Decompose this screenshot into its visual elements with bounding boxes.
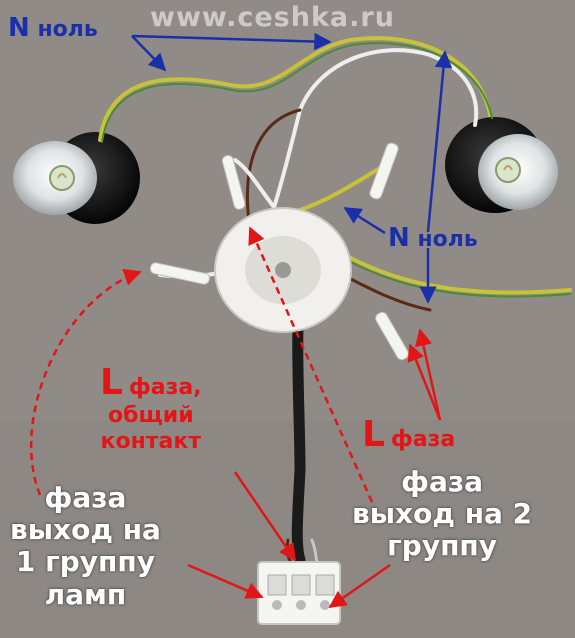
output-1-line2: выход на [10, 513, 161, 547]
phase-letter: L [362, 414, 385, 455]
output-1-line4: ламп [44, 577, 127, 611]
phase-common-line2: общий [107, 403, 194, 429]
watermark: www.ceshka.ru [150, 2, 395, 33]
neutral-letter: N [8, 13, 30, 43]
neutral-label-middle: N ноль [388, 223, 478, 254]
output-1-line1: фаза [44, 481, 127, 514]
left-lamp [13, 132, 140, 224]
neutral-letter: N [388, 223, 410, 253]
output-2-line2: выход на 2 [352, 497, 533, 531]
ceiling-mount-disc [214, 207, 352, 333]
right-lamp [445, 117, 558, 213]
phase-common-line3: контакт [100, 428, 202, 454]
output-group-2-label: фаза выход на 2 группу [352, 465, 533, 563]
output-2-line3: группу [387, 529, 498, 563]
blue-arrows [131, 32, 453, 304]
red-arrows [30, 226, 442, 609]
output-group-1-label: фаза выход на 1 группу ламп [10, 481, 161, 611]
neutral-label-top: N ноль [8, 13, 98, 44]
output-1-line3: 1 группу [15, 545, 156, 579]
phase-word: фаза [390, 427, 456, 452]
output-2-line1: фаза [401, 465, 483, 498]
wire-sleeves [149, 142, 409, 361]
phase-letter: L [100, 362, 123, 403]
neutral-word: ноль [37, 17, 98, 42]
phase-word: фаза, [128, 375, 202, 400]
terminal-block [257, 561, 341, 625]
neutral-word: ноль [417, 227, 478, 252]
